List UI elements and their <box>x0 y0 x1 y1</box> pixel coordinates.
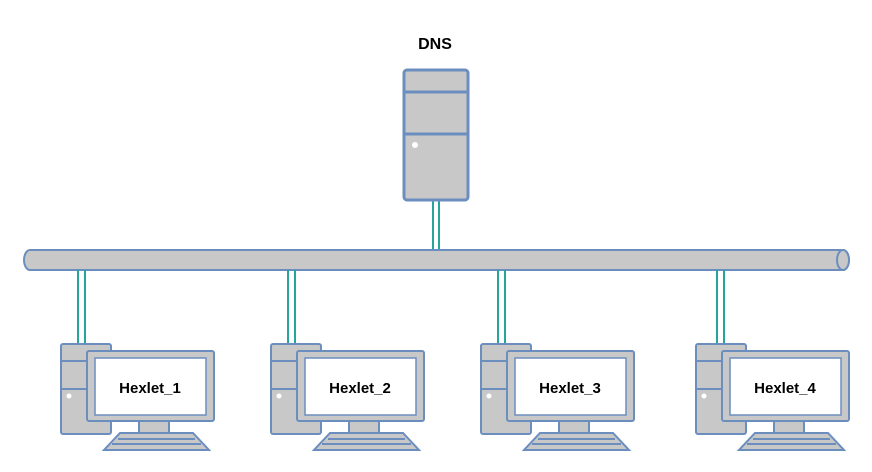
workstation-link <box>287 270 296 344</box>
workstation-hexlet-2: Hexlet_2 <box>270 270 425 451</box>
workstation-hexlet-1: Hexlet_1 <box>60 270 215 451</box>
workstation-icon <box>270 343 425 451</box>
workstation-icon <box>480 343 635 451</box>
workstation-label: Hexlet_4 <box>754 380 816 397</box>
workstation-link <box>716 270 725 344</box>
workstation-label: Hexlet_2 <box>329 380 391 397</box>
workstation-label: Hexlet_1 <box>119 380 181 397</box>
server-link <box>432 200 440 251</box>
workstation-link <box>77 270 86 344</box>
workstation-icon <box>60 343 215 451</box>
workstation-hexlet-3: Hexlet_3 <box>480 270 635 451</box>
network-bus <box>23 249 850 271</box>
server-tower-icon <box>402 68 470 202</box>
dns-label: DNS <box>418 36 452 53</box>
workstation-hexlet-4: Hexlet_4 <box>695 270 850 451</box>
workstation-label: Hexlet_3 <box>539 380 601 397</box>
workstation-link <box>497 270 506 344</box>
workstation-icon <box>695 343 850 451</box>
